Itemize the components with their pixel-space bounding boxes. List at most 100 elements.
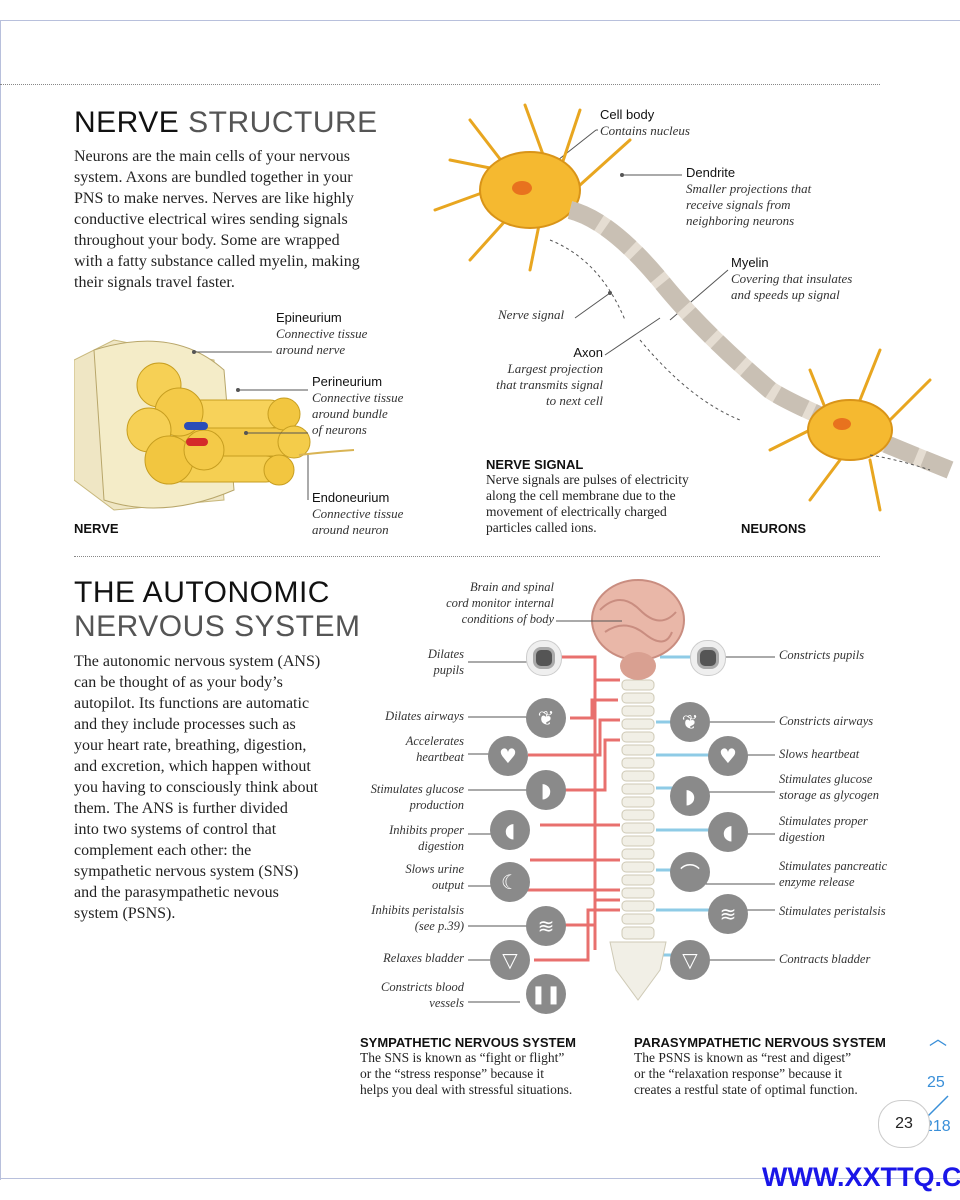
psns-effect-line: Stimulates pancreatic [779, 859, 888, 873]
total-pages: 218 [924, 1118, 951, 1135]
nerve-signal-label: Nerve signal [498, 307, 565, 322]
psns-line: The PSNS is known as “rest and digest” [634, 1050, 852, 1065]
lungs-icon: ❦ [670, 702, 710, 742]
sns-effect-line: Dilates [427, 647, 464, 661]
sns-heading: SYMPATHETIC NERVOUS SYSTEM [360, 1035, 576, 1050]
current-page-number: 25 [927, 1074, 945, 1091]
section-divider-middle [74, 556, 880, 557]
intestine-icon: ≋ [708, 894, 748, 934]
sns-effect-vessels: Constricts blood vessels [360, 979, 464, 1011]
sns-effect-line: Stimulates glucose [370, 782, 464, 796]
label-desc: Connective tissue [276, 326, 368, 341]
liver-icon: ◗ [526, 770, 566, 810]
label-name: Myelin [731, 255, 769, 270]
psns-effect-line: Contracts bladder [779, 952, 871, 966]
sns-effect-line: production [409, 798, 464, 812]
sns-effect-line: Accelerates [405, 734, 464, 748]
psns-effect-line: Constricts airways [779, 714, 874, 728]
intro-line: you having to consciously think about [74, 779, 318, 796]
psns-effect-line: Stimulates peristalsis [779, 904, 886, 918]
eye-icon [526, 640, 562, 676]
ans-section-title: THE AUTONOMIC NERVOUS SYSTEM [74, 576, 361, 644]
heart-icon: ♥ [708, 736, 748, 776]
label-name: Epineurium [276, 310, 342, 325]
sns-effect-line: Inhibits peristalsis [371, 903, 464, 917]
label-desc: Connective tissue [312, 506, 404, 521]
bladder-icon: ▽ [490, 940, 530, 980]
page-separator [927, 1095, 949, 1117]
nerve-signal-line: movement of electrically charged [486, 504, 667, 519]
psns-effect-line: Constricts pupils [779, 648, 865, 662]
sns-effect-line: Relaxes bladder [383, 951, 464, 965]
sns-line: or the “stress response” because it [360, 1066, 545, 1081]
sns-effect-line: heartbeat [416, 750, 464, 764]
label-desc: of neurons [312, 422, 367, 437]
nerve-section-title: NERVE STRUCTURE [74, 106, 378, 140]
sns-effect-peristalsis: Inhibits peristalsis (see p.39) [356, 902, 464, 934]
intro-line: system. Axons are bundled together in yo… [74, 169, 353, 186]
page-number-label: 23 [895, 1115, 913, 1132]
cell-body-label: Cell body Contains nucleus [600, 107, 690, 139]
intro-line: autopilot. Its functions are automatic [74, 695, 310, 712]
page-number-button[interactable]: 23 [878, 1100, 930, 1148]
sns-effect-heartbeat: Accelerates heartbeat [360, 733, 464, 765]
neurons-caption: NEURONS [741, 521, 807, 536]
label-desc: receive signals from [686, 197, 791, 212]
perineurium-label: Perineurium Connective tissue around bun… [312, 374, 403, 438]
label-name: Dendrite [686, 165, 736, 180]
intro-line: The autonomic nervous system (ANS) [74, 653, 321, 670]
label-desc: neighboring neurons [686, 213, 795, 228]
stomach-icon: ◖ [708, 812, 748, 852]
nerve-signal-line: Nerve signals are pulses of electricity [486, 472, 689, 487]
brain-label-line: cord monitor internal [446, 596, 554, 610]
stomach-icon: ◖ [490, 810, 530, 850]
sns-effect-line: vessels [429, 996, 464, 1010]
sns-effect-line: Inhibits proper [389, 823, 464, 837]
axon-label: Axon Largest projection that transmits s… [470, 345, 603, 409]
intro-line: PNS to make nerves. Nerves are like high… [74, 190, 354, 207]
label-name: Perineurium [312, 374, 383, 389]
lungs-icon: ❦ [526, 698, 566, 738]
label-desc: Covering that insulates [731, 271, 853, 286]
chevron-up-icon[interactable]: ︿ [929, 1029, 947, 1050]
nerve-signal-heading: NERVE SIGNAL [486, 457, 584, 472]
title-line-bold: THE AUTONOMIC [74, 576, 330, 609]
label-desc: to next cell [545, 393, 603, 408]
psns-effect-pancreas: Stimulates pancreatic enzyme release [779, 858, 887, 890]
sns-effect-airways: Dilates airways [360, 708, 464, 724]
sns-effect-line: output [432, 878, 464, 892]
liver-icon: ◗ [670, 776, 710, 816]
psns-effect-line: digestion [779, 830, 825, 844]
psns-effect-peristalsis: Stimulates peristalsis [779, 903, 886, 919]
epineurium-label: Epineurium Connective tissue around nerv… [276, 310, 367, 358]
nerve-signal-line: particles called ions. [486, 520, 597, 535]
label-name: Axon [573, 345, 603, 360]
intro-line: complement each other: the [74, 842, 252, 859]
sns-effect-glucose: Stimulates glucose production [356, 781, 464, 813]
watermark: WWW.XXTTQ.COM [762, 1162, 960, 1192]
psns-effect-airways: Constricts airways [779, 713, 873, 729]
intro-line: with a fatty substance called myelin, ma… [74, 253, 360, 270]
sns-effect-line: Constricts blood [381, 980, 464, 994]
psns-effect-bladder: Contracts bladder [779, 951, 870, 967]
intro-line: into two systems of control that [74, 821, 277, 838]
myelin-label: Myelin Covering that insulates and speed… [731, 255, 852, 303]
psns-effect-heartbeat: Slows heartbeat [779, 746, 859, 762]
sns-line: The SNS is known as “fight or flight” [360, 1050, 565, 1065]
eye-icon [690, 640, 726, 676]
label-name: Endoneurium [312, 490, 390, 505]
label-desc: around neuron [312, 522, 389, 537]
psns-effect-digestion: Stimulates proper digestion [779, 813, 868, 845]
title-light-word: STRUCTURE [188, 106, 378, 139]
kidney-icon: ☾ [490, 862, 530, 902]
title-line-light: NERVOUS SYSTEM [74, 610, 361, 643]
psns-line: creates a restful state of optimal funct… [634, 1082, 858, 1097]
bladder-icon: ▽ [670, 940, 710, 980]
nerve-intro-text: Neurons are the main cells of your nervo… [74, 146, 414, 293]
psns-effect-glucose: Stimulates glucose storage as glycogen [779, 771, 879, 803]
sns-effect-digestion: Inhibits proper digestion [360, 822, 464, 854]
brain-label-line: conditions of body [461, 612, 554, 626]
sns-description: SYMPATHETIC NERVOUS SYSTEM The SNS is kn… [360, 1035, 620, 1098]
psns-effect-pupils: Constricts pupils [779, 647, 864, 663]
psns-line: or the “relaxation response” because it [634, 1066, 843, 1081]
